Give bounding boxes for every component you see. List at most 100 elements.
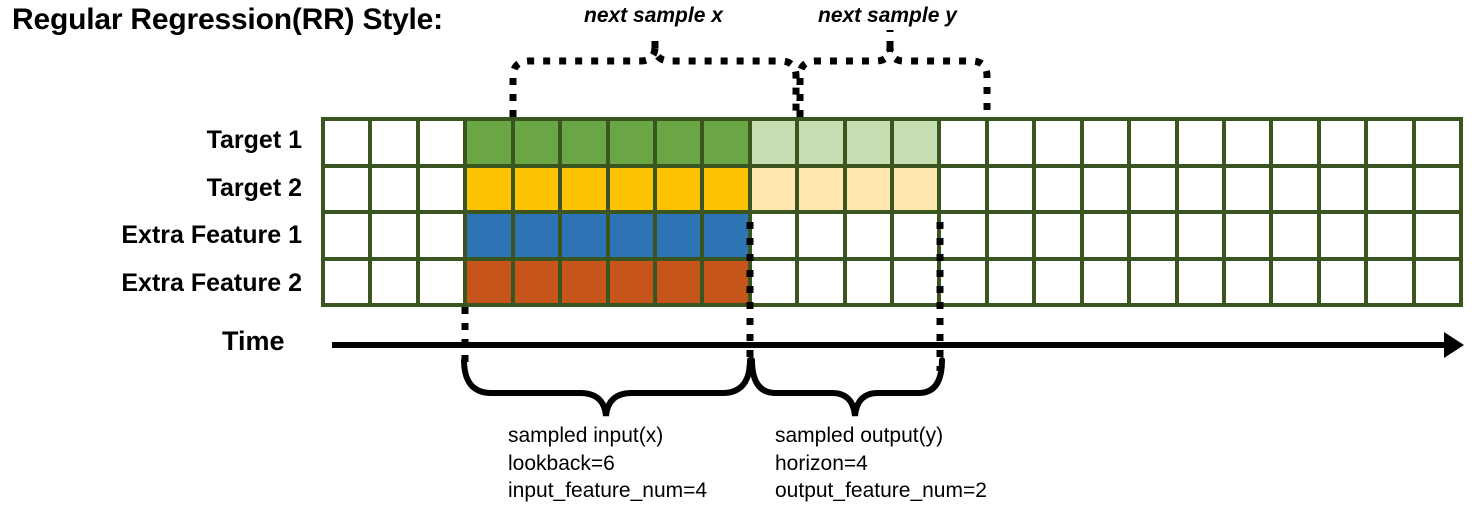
time-axis-line [332, 342, 1452, 348]
grid-cell [1036, 214, 1080, 257]
grid-cell [846, 214, 890, 257]
grid-cell [799, 260, 843, 303]
grid-cell [799, 167, 843, 210]
grid-cell [656, 167, 701, 210]
grid-cell [894, 260, 938, 303]
grid-cell [1083, 260, 1128, 303]
grid-cell [372, 121, 416, 164]
grid-cell [1225, 121, 1270, 164]
grid-cell [988, 260, 1033, 303]
row-label-target-1: Target 1 [206, 126, 302, 155]
grid-cell [325, 260, 369, 303]
grid-cell [894, 167, 938, 210]
row-label-extra-feature-1: Extra Feature 1 [121, 221, 302, 250]
grid-cell [941, 167, 985, 210]
grid-cell [799, 214, 843, 257]
caption-output-line-3: output_feature_num=2 [775, 479, 987, 503]
grid-cell [609, 121, 653, 164]
annotation-next-sample-x: next sample x [584, 4, 723, 27]
grid-cell [1273, 121, 1317, 164]
grid-cell [372, 260, 416, 303]
grid-cell [704, 214, 748, 257]
grid-cell [1320, 167, 1365, 210]
grid-cell [1131, 121, 1175, 164]
grid-cell [704, 260, 748, 303]
grid-cell [325, 167, 369, 210]
grid-cell [419, 260, 464, 303]
grid-cell [1368, 260, 1412, 303]
grid-cell [372, 167, 416, 210]
grid-cell [1131, 260, 1175, 303]
caption-output-line-2: horizon=4 [775, 451, 868, 475]
grid-cell [1178, 214, 1222, 257]
timeseries-grid [321, 117, 1463, 307]
grid-cell [1036, 260, 1080, 303]
grid-cell [467, 260, 511, 303]
grid-cell [941, 260, 985, 303]
grid-cell [1083, 167, 1128, 210]
time-axis-label: Time [222, 326, 285, 356]
grid-cell [704, 121, 748, 164]
grid-cell [988, 214, 1033, 257]
caption-input-line-1: sampled input(x) [508, 424, 664, 447]
grid-cell [1415, 167, 1459, 210]
grid-cell [751, 214, 796, 257]
grid-cell [704, 167, 748, 210]
grid-cell [609, 260, 653, 303]
time-axis-arrow-icon [1444, 332, 1464, 358]
grid-cell [1368, 214, 1412, 257]
grid-cell [467, 167, 511, 210]
grid-cell [1320, 121, 1365, 164]
grid-cell [1225, 214, 1270, 257]
grid-cell [514, 214, 559, 257]
grid-cell [1036, 167, 1080, 210]
caption-input-line-2: lookback=6 [508, 451, 615, 475]
grid-cell [1415, 121, 1459, 164]
grid-cell [1131, 214, 1175, 257]
grid-cell [656, 260, 701, 303]
page-title: Regular Regression(RR) Style: [12, 3, 443, 36]
grid-cell [751, 260, 796, 303]
dotted-brace-next-sample-x [509, 47, 800, 117]
grid-cell [656, 214, 701, 257]
grid-cell [941, 214, 985, 257]
grid-cell [1178, 167, 1222, 210]
grid-cell [988, 167, 1033, 210]
grid-cell [751, 167, 796, 210]
grid-cell [1415, 214, 1459, 257]
grid-cell [1131, 167, 1175, 210]
dotted-brace-next-sample-y [796, 47, 991, 117]
grid-cell [894, 214, 938, 257]
grid-cell [419, 214, 464, 257]
caption-output-line-1: sampled output(y) [775, 424, 944, 447]
grid-cell [467, 214, 511, 257]
caption-input-line-3: input_feature_num=4 [508, 479, 708, 503]
grid-cell [1368, 121, 1412, 164]
grid-cell [751, 121, 796, 164]
grid-cell [419, 121, 464, 164]
grid-cell [1320, 260, 1365, 303]
brace-sampled-output [749, 357, 945, 417]
grid-cell [514, 121, 559, 164]
grid-cell [562, 214, 606, 257]
grid-cell [514, 260, 559, 303]
grid-cell [609, 214, 653, 257]
grid-cell [1415, 260, 1459, 303]
grid-cell [799, 121, 843, 164]
grid-cell [325, 214, 369, 257]
grid-cell [846, 121, 890, 164]
grid-cell [1178, 121, 1222, 164]
grid-cell [846, 167, 890, 210]
grid-cell [846, 260, 890, 303]
caption-sampled-output: sampled output(y) horizon=4 output_featu… [775, 422, 987, 505]
grid-cell [1083, 214, 1128, 257]
grid-cell [1273, 167, 1317, 210]
brace-sampled-input [461, 357, 753, 417]
annotation-next-sample-y: next sample y [818, 4, 957, 27]
grid-cell [325, 121, 369, 164]
grid-cell [1083, 121, 1128, 164]
grid-cell [514, 167, 559, 210]
grid-cell [1225, 167, 1270, 210]
grid-cell [1178, 260, 1222, 303]
grid-cell [656, 121, 701, 164]
